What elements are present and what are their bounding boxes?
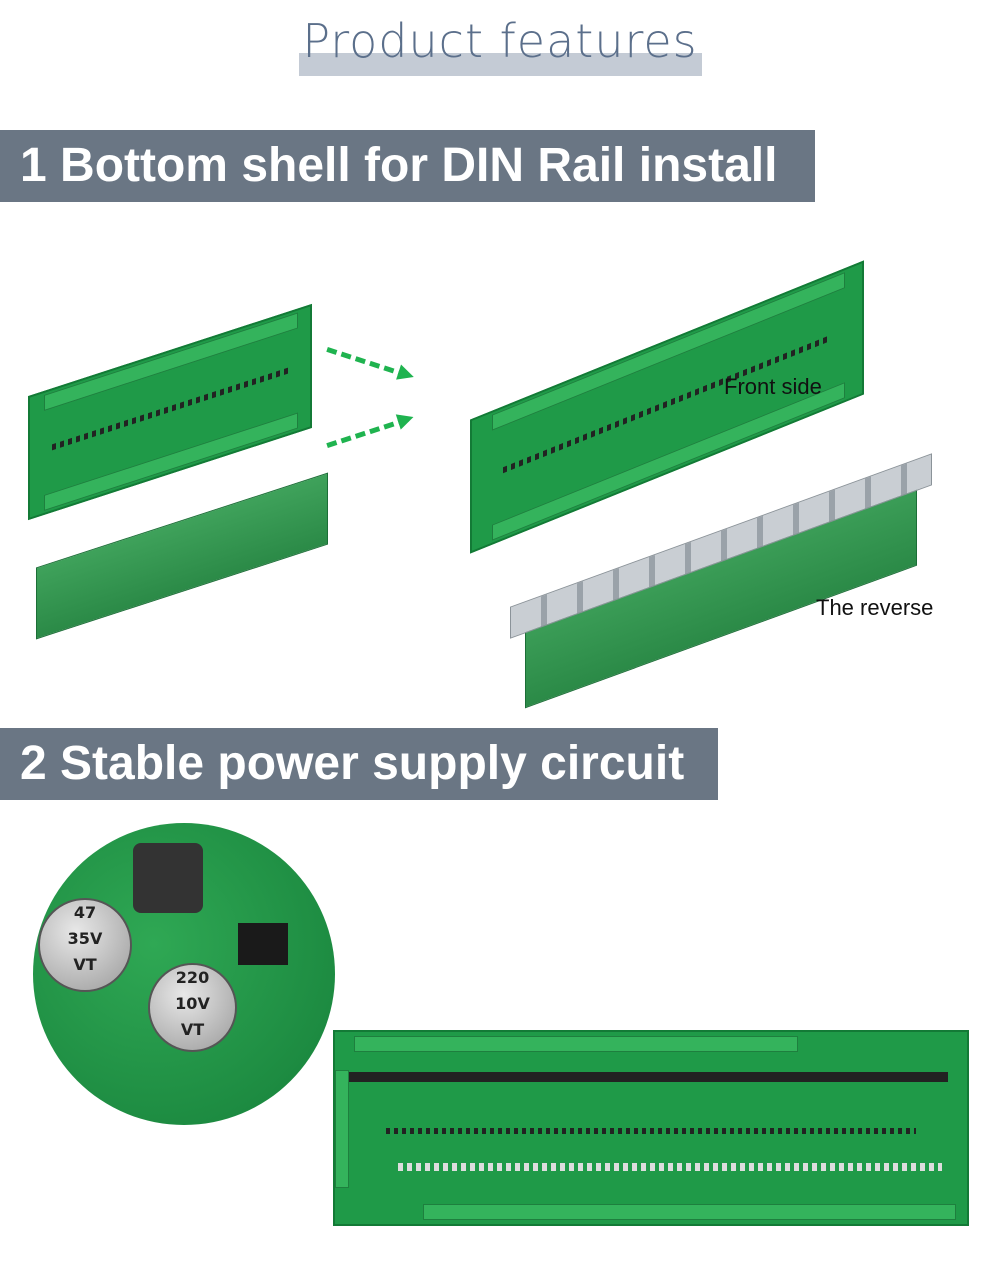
page-title: Product features xyxy=(302,14,698,68)
arrow-icon xyxy=(326,416,409,449)
reverse-label: The reverse xyxy=(816,595,934,620)
section-2-heading: 2 Stable power supply circuit xyxy=(0,728,718,800)
section-1-heading: 1 Bottom shell for DIN Rail install xyxy=(0,130,815,202)
title-underline xyxy=(299,53,702,76)
full-board-image xyxy=(333,1030,969,1226)
front-side-label: Front side xyxy=(724,374,822,399)
arrow-icon xyxy=(326,346,409,379)
pcb-board-image xyxy=(28,303,312,521)
